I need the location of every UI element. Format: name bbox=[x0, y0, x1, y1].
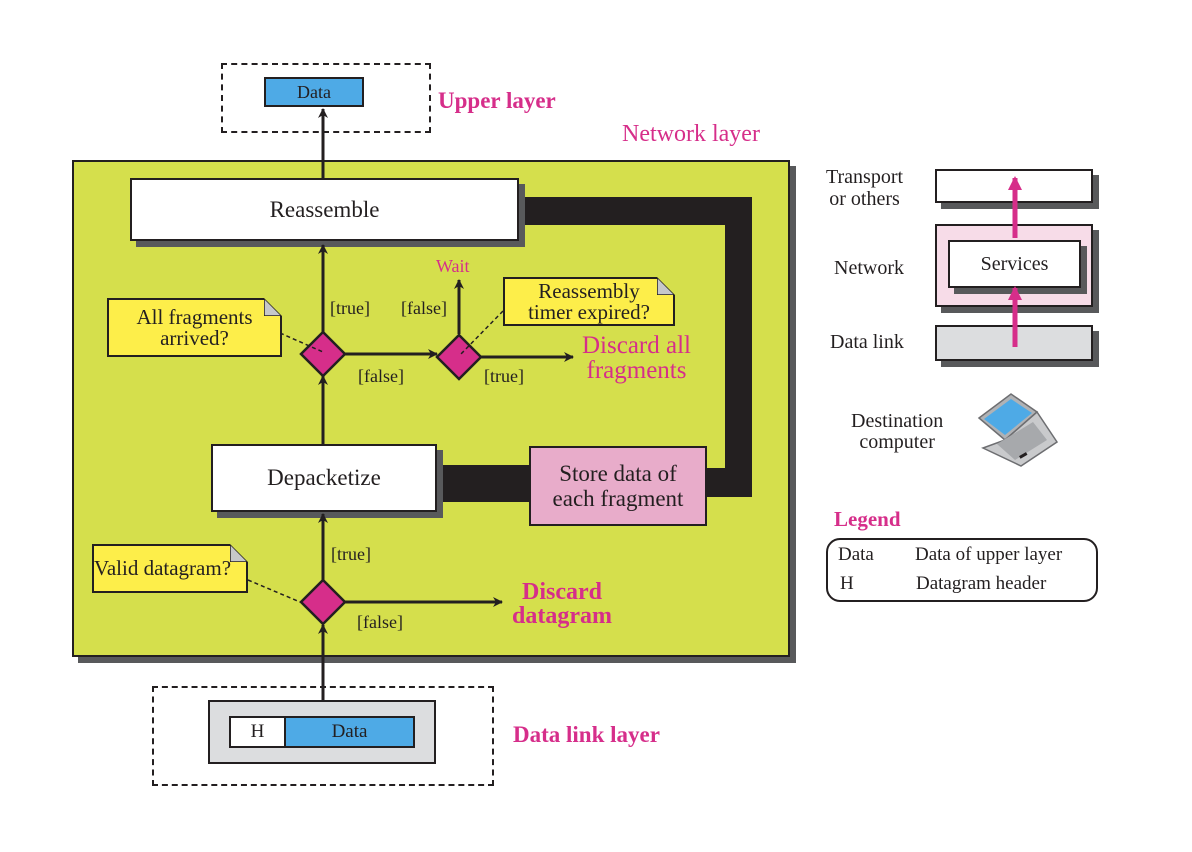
stack-label-data-link: Data link bbox=[830, 331, 904, 353]
discard-all-line1: Discard all bbox=[582, 332, 691, 359]
legend-key: H bbox=[840, 573, 854, 594]
legend-description: Datagram header bbox=[916, 573, 1047, 594]
label-true-all-fragments: [true] bbox=[330, 298, 370, 318]
discard-all-line2: fragments bbox=[586, 357, 687, 384]
label-true-valid: [true] bbox=[331, 544, 371, 564]
connector-all-fragments bbox=[279, 332, 324, 353]
discard-datagram-label: Discard datagram bbox=[512, 580, 612, 628]
storage-pipe-top bbox=[520, 197, 752, 225]
store-label-line2: each fragment bbox=[552, 486, 684, 511]
wait-label: Wait bbox=[436, 256, 470, 276]
datalink-data-label: Data bbox=[331, 721, 368, 742]
reassemble-box: Reassemble bbox=[130, 178, 519, 241]
note-all-fragments-line1: All fragments bbox=[136, 304, 253, 329]
datagram-data-block: Data bbox=[284, 716, 415, 748]
note-timer-expired: Reassembly timer expired? bbox=[503, 277, 675, 326]
stack-label-transport: Transport or others bbox=[826, 166, 903, 210]
decision-all-fragments bbox=[299, 330, 347, 378]
note-all-fragments-line2: arrived? bbox=[160, 325, 229, 350]
header-label: H bbox=[250, 721, 265, 742]
label-false-valid: [false] bbox=[357, 612, 403, 632]
legend-row-desc: Data of upper layer bbox=[915, 544, 1062, 566]
decision-valid-datagram bbox=[299, 578, 347, 626]
store-label-line1: Store data of bbox=[559, 461, 677, 486]
network-layer-title: Network layer bbox=[622, 121, 760, 147]
computer-line2: computer bbox=[859, 431, 935, 453]
note-valid-text: Valid datagram? bbox=[94, 556, 232, 580]
legend-key: Data bbox=[838, 544, 874, 565]
upper-layer-title: Upper layer bbox=[438, 88, 556, 113]
upper-data-label: Data bbox=[297, 81, 331, 102]
reassemble-label: Reassemble bbox=[269, 196, 380, 222]
legend-title: Legend bbox=[834, 507, 901, 531]
upper-layer-container bbox=[221, 63, 431, 133]
discard-datagram-line2: datagram bbox=[512, 603, 612, 629]
label-false-all-fragments: [false] bbox=[358, 366, 404, 386]
label-false-timer: [false] bbox=[401, 298, 447, 318]
computer-line1: Destination bbox=[851, 410, 944, 432]
note-valid-datagram: Valid datagram? bbox=[92, 544, 248, 593]
note-fold-icon bbox=[657, 277, 675, 295]
legend-row: Data bbox=[838, 544, 874, 566]
destination-computer-label: Destination computer bbox=[851, 411, 943, 453]
depacketize-label: Depacketize bbox=[267, 465, 381, 490]
discard-datagram-line1: Discard bbox=[521, 579, 602, 605]
storage-pipe-right bbox=[725, 197, 752, 497]
legend-row-desc: Datagram header bbox=[916, 573, 1046, 595]
stack-services-box: Services bbox=[948, 240, 1081, 288]
note-fold-icon bbox=[264, 298, 282, 316]
connector-timer bbox=[459, 310, 504, 356]
note-timer-line1: Reassembly bbox=[538, 278, 640, 303]
data-link-layer-title: Data link layer bbox=[513, 722, 660, 747]
depacketize-box: Depacketize bbox=[211, 444, 437, 512]
note-all-fragments: All fragments arrived? bbox=[107, 298, 282, 357]
store-data-box: Store data of each fragment bbox=[529, 446, 707, 526]
laptop-icon bbox=[977, 393, 1059, 467]
decision-timer-expired bbox=[435, 333, 483, 381]
legend-row: H bbox=[840, 573, 854, 595]
legend-box: Data Data of upper layer H Datagram head… bbox=[826, 538, 1098, 602]
data-link-layer-container bbox=[152, 686, 494, 786]
stack-transport-line1: Transport bbox=[826, 166, 904, 188]
stack-label-network: Network bbox=[834, 257, 904, 279]
datagram-header-block: H bbox=[229, 716, 286, 748]
stack-data-link-box bbox=[935, 325, 1093, 361]
upper-data-block: Data bbox=[264, 77, 364, 107]
legend-description: Data of upper layer bbox=[915, 544, 1063, 565]
services-label: Services bbox=[980, 252, 1049, 275]
discard-all-fragments-label: Discard all fragments bbox=[582, 333, 691, 383]
note-timer-line2: timer expired? bbox=[528, 299, 650, 324]
stack-transport-line2: or others bbox=[829, 188, 900, 210]
stack-transport-box bbox=[935, 169, 1093, 203]
note-fold-icon bbox=[230, 544, 248, 562]
connector-valid bbox=[247, 579, 301, 603]
label-true-timer: [true] bbox=[484, 366, 524, 386]
storage-pipe-bottom-right bbox=[700, 468, 752, 497]
storage-pipe-bottom-left bbox=[440, 465, 532, 502]
